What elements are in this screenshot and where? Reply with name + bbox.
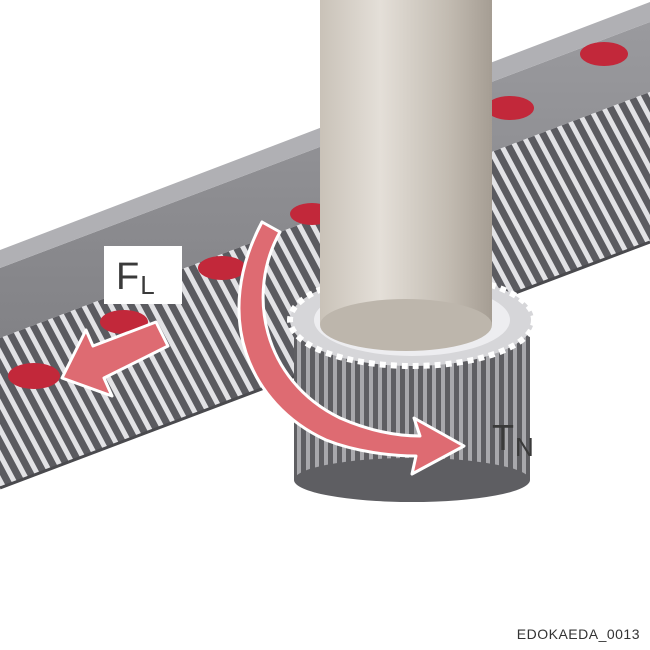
torque-symbol: T: [492, 417, 514, 458]
linear-force-symbol: F: [116, 256, 140, 298]
rack-hole: [198, 256, 246, 280]
linear-force-subscript: L: [140, 270, 155, 300]
linear-force-arrow: [60, 320, 170, 398]
shaft: [320, 0, 492, 351]
torque-subscript: N: [515, 432, 534, 462]
torque-arrow: [237, 220, 466, 476]
shaft-base: [320, 299, 492, 351]
rack-holes: [8, 42, 628, 389]
shaft-body: [320, 0, 492, 325]
rack-hole: [8, 363, 60, 389]
rack-hole: [100, 310, 148, 334]
pinion-gear-bottom: [294, 458, 530, 502]
image-reference-code: EDOKAEDA_0013: [516, 626, 640, 642]
rack-hole: [486, 96, 534, 120]
rack-hole: [580, 42, 628, 66]
